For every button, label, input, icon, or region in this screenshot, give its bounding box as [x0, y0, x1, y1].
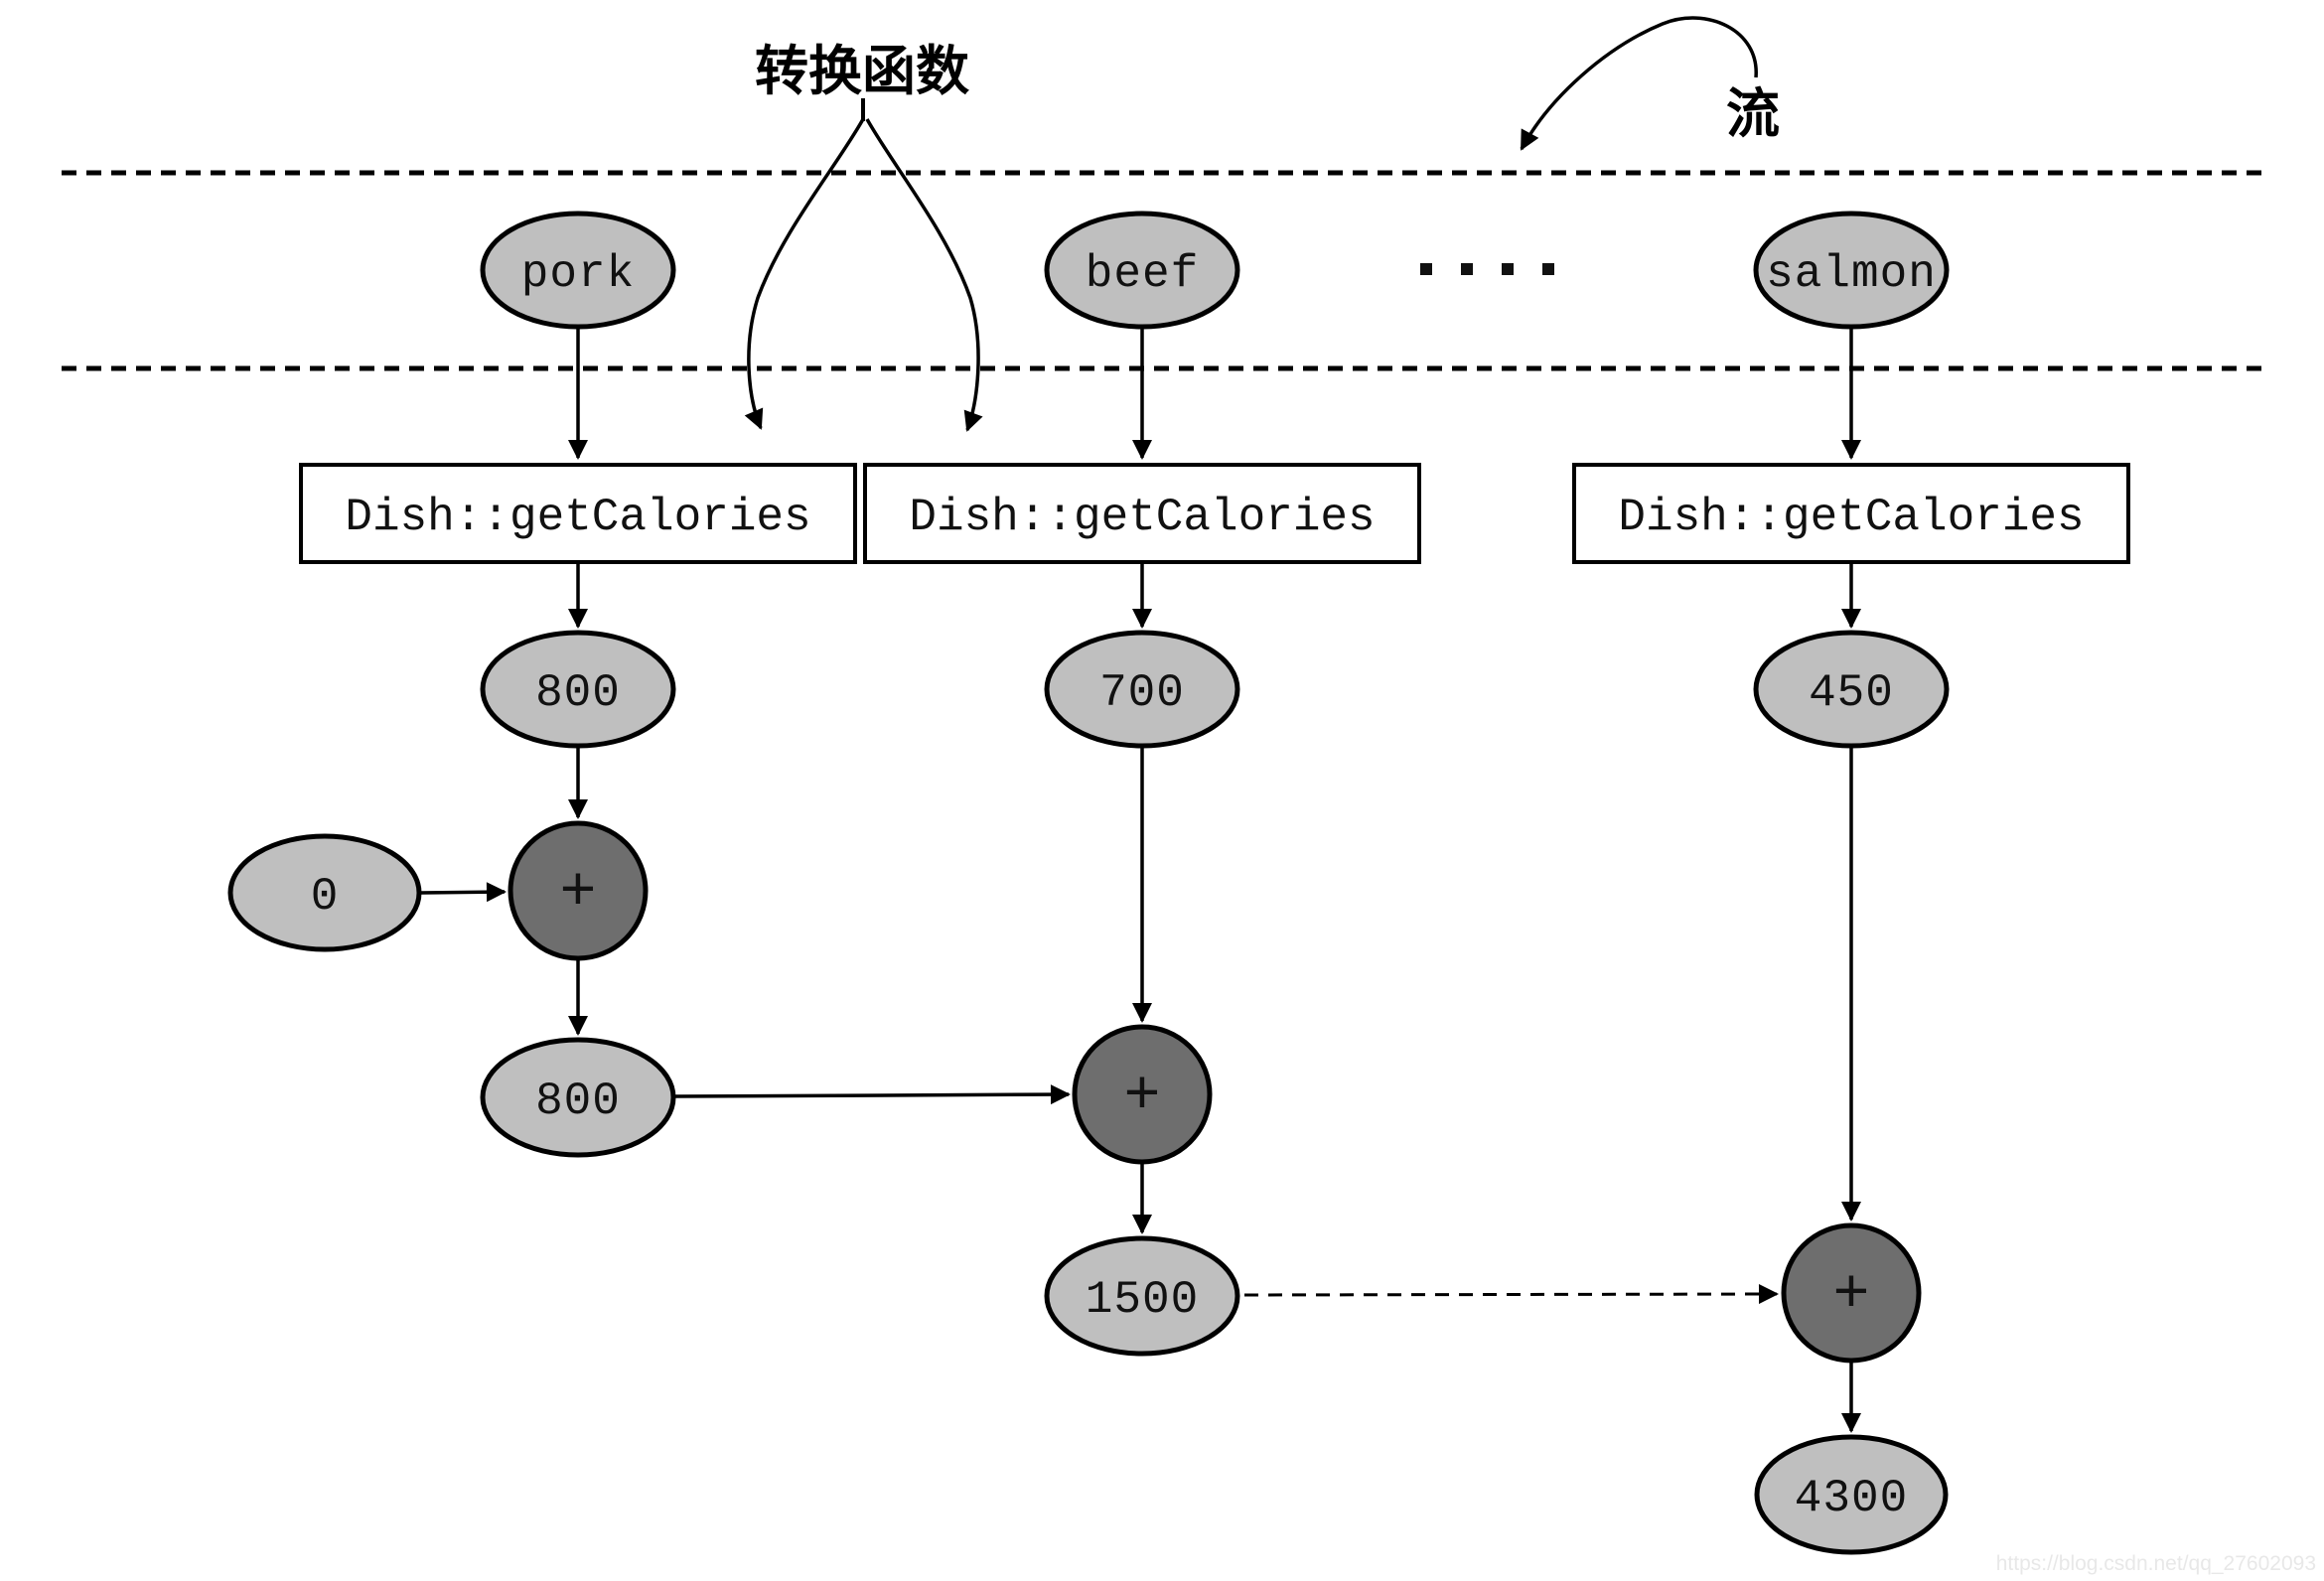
- pork-ellipse: [480, 211, 676, 330]
- arrow-partial1500-to-operator3: [1243, 1284, 1779, 1305]
- map-box-3-rect: [1572, 463, 2130, 564]
- operator-node-2: +: [1072, 1024, 1213, 1165]
- stream-lanes: [62, 170, 2268, 371]
- value-800-ellipse: [480, 630, 676, 749]
- operator-3-circle: [1781, 1222, 1922, 1364]
- initial-value-label: 0: [311, 871, 340, 923]
- operator-2-label: +: [1123, 1062, 1160, 1132]
- ellipsis-dot: [1542, 263, 1554, 275]
- reduce-chain: 0 + 800 + 1500 + 4300: [227, 820, 1949, 1555]
- stream-annotation: 流: [1520, 16, 1780, 151]
- pork-label: pork: [521, 248, 635, 300]
- map-box-3: Dish::getCalories: [1572, 463, 2130, 564]
- initial-value-node: 0: [227, 833, 422, 952]
- map-box-3-label: Dish::getCalories: [1618, 492, 2084, 543]
- final-result-node: 4300: [1754, 1434, 1949, 1555]
- beef-label: beef: [1086, 248, 1199, 300]
- operator-node-1: +: [508, 820, 649, 961]
- arrow-partial800-to-operator2: [674, 1084, 1071, 1105]
- ellipsis-dot: [1420, 263, 1432, 275]
- map-box-1-label: Dish::getCalories: [345, 492, 810, 543]
- transform-function-label: 转换函数: [755, 42, 969, 101]
- partial-sum-1500-label: 1500: [1086, 1274, 1199, 1326]
- stream-annotation-arrow: [1520, 16, 1758, 151]
- partial-sum-1500-ellipse: [1044, 1235, 1240, 1357]
- operator-1-label: +: [559, 858, 596, 929]
- transform-annotation-curve-left: [744, 118, 865, 430]
- flow-arrows: [420, 328, 1861, 1433]
- map-box-1: Dish::getCalories: [299, 463, 857, 564]
- map-box-2: Dish::getCalories: [863, 463, 1421, 564]
- mapped-value-700: 700: [1044, 630, 1240, 749]
- operator-3-label: +: [1832, 1260, 1869, 1331]
- stream-label: 流: [1726, 84, 1780, 144]
- operator-1-circle: [508, 820, 649, 961]
- partial-sum-800-node: 800: [480, 1037, 676, 1158]
- map-box-2-rect: [863, 463, 1421, 564]
- mapped-value-800: 800: [480, 630, 676, 749]
- stream-elements: pork beef salmon: [480, 211, 1950, 330]
- final-result-label: 4300: [1795, 1473, 1908, 1524]
- arrow-initial-to-operator1: [420, 882, 507, 903]
- salmon-ellipse: [1753, 211, 1950, 330]
- partial-sum-1500-node: 1500: [1044, 1235, 1240, 1357]
- map-box-2-label: Dish::getCalories: [909, 492, 1375, 543]
- stream-element-pork: pork: [480, 211, 676, 330]
- value-700-label: 700: [1099, 667, 1185, 719]
- salmon-label: salmon: [1766, 248, 1937, 300]
- map-boxes: Dish::getCalories Dish::getCalories Dish…: [299, 463, 2130, 564]
- transform-function-annotation: 转换函数: [744, 42, 983, 432]
- ellipsis-dot: [1502, 263, 1514, 275]
- operator-2-circle: [1072, 1024, 1213, 1165]
- mapped-values: 800 700 450: [480, 630, 1950, 749]
- transform-annotation-curve-right: [865, 118, 983, 432]
- mapped-value-450: 450: [1753, 630, 1950, 749]
- value-800-label: 800: [535, 667, 621, 719]
- map-box-1-rect: [299, 463, 857, 564]
- stream-element-beef: beef: [1044, 211, 1240, 330]
- stream-element-salmon: salmon: [1753, 211, 1950, 330]
- beef-ellipse: [1044, 211, 1240, 330]
- watermark-text: https://blog.csdn.net/qq_27602093: [1996, 1552, 2316, 1575]
- ellipsis-dots: [1420, 263, 1554, 275]
- ellipsis-dot: [1461, 263, 1473, 275]
- initial-value-ellipse: [227, 833, 422, 952]
- partial-sum-800-label: 800: [535, 1076, 621, 1127]
- partial-sum-800-ellipse: [480, 1037, 676, 1158]
- operator-node-3: +: [1781, 1222, 1922, 1364]
- value-450-label: 450: [1809, 667, 1894, 719]
- value-450-ellipse: [1753, 630, 1950, 749]
- value-700-ellipse: [1044, 630, 1240, 749]
- final-result-ellipse: [1754, 1434, 1949, 1555]
